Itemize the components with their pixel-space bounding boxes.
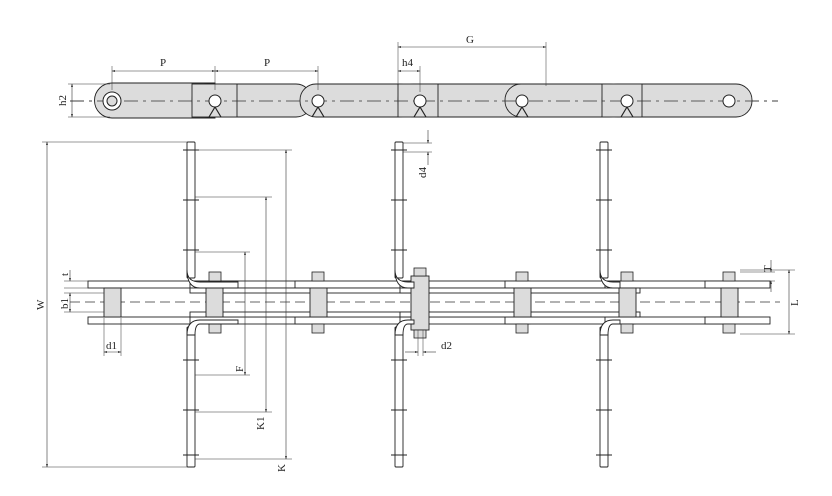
bottom-plan-view: W t b1 d1 F K1 K d4 <box>35 130 801 472</box>
attachment-flight-right <box>596 141 621 468</box>
dim-label-k: K <box>276 464 288 472</box>
dim-label-h4: h4 <box>402 57 414 69</box>
upper-side-plates <box>87 280 771 289</box>
dim-label-f: F <box>234 366 246 372</box>
chain-link-plate <box>94 82 216 119</box>
chain-pin-with-cotter <box>722 94 736 108</box>
top-chain-view: P P G h4 h2 <box>57 34 778 119</box>
roller <box>513 287 532 318</box>
lower-side-plates <box>87 316 771 325</box>
roller <box>103 287 122 318</box>
attachment-flight-middle <box>391 141 415 468</box>
dim-label-w: W <box>35 299 47 310</box>
chain-pin-with-cotter <box>515 94 529 118</box>
dim-label-l: L <box>789 299 801 306</box>
chain-pin-with-cotter <box>413 94 427 118</box>
chain-pin-with-cotter <box>620 94 634 118</box>
dim-label-k1: K1 <box>255 417 267 430</box>
dim-label-t-right: T <box>762 265 774 272</box>
dim-label-h2: h2 <box>57 95 69 106</box>
dim-label-t: t <box>59 273 71 276</box>
roller <box>309 287 328 318</box>
dim-label-b1: b1 <box>59 298 71 309</box>
dim-label-d2: d2 <box>441 340 452 352</box>
dim-label-p2: P <box>264 57 270 69</box>
dim-label-d1: d1 <box>106 340 117 352</box>
roller <box>720 287 739 318</box>
bolt-nuts <box>208 267 736 339</box>
roller <box>618 287 637 318</box>
dim-label-d4: d4 <box>417 167 429 179</box>
dim-label-g: G <box>466 34 474 46</box>
chain-pin <box>102 91 122 111</box>
chain-pin-with-cotter <box>311 94 325 118</box>
attachment-flight-left <box>183 141 239 468</box>
roller <box>205 287 224 318</box>
dim-label-p1: P <box>160 57 166 69</box>
chain-pin-with-cotter <box>208 94 222 118</box>
